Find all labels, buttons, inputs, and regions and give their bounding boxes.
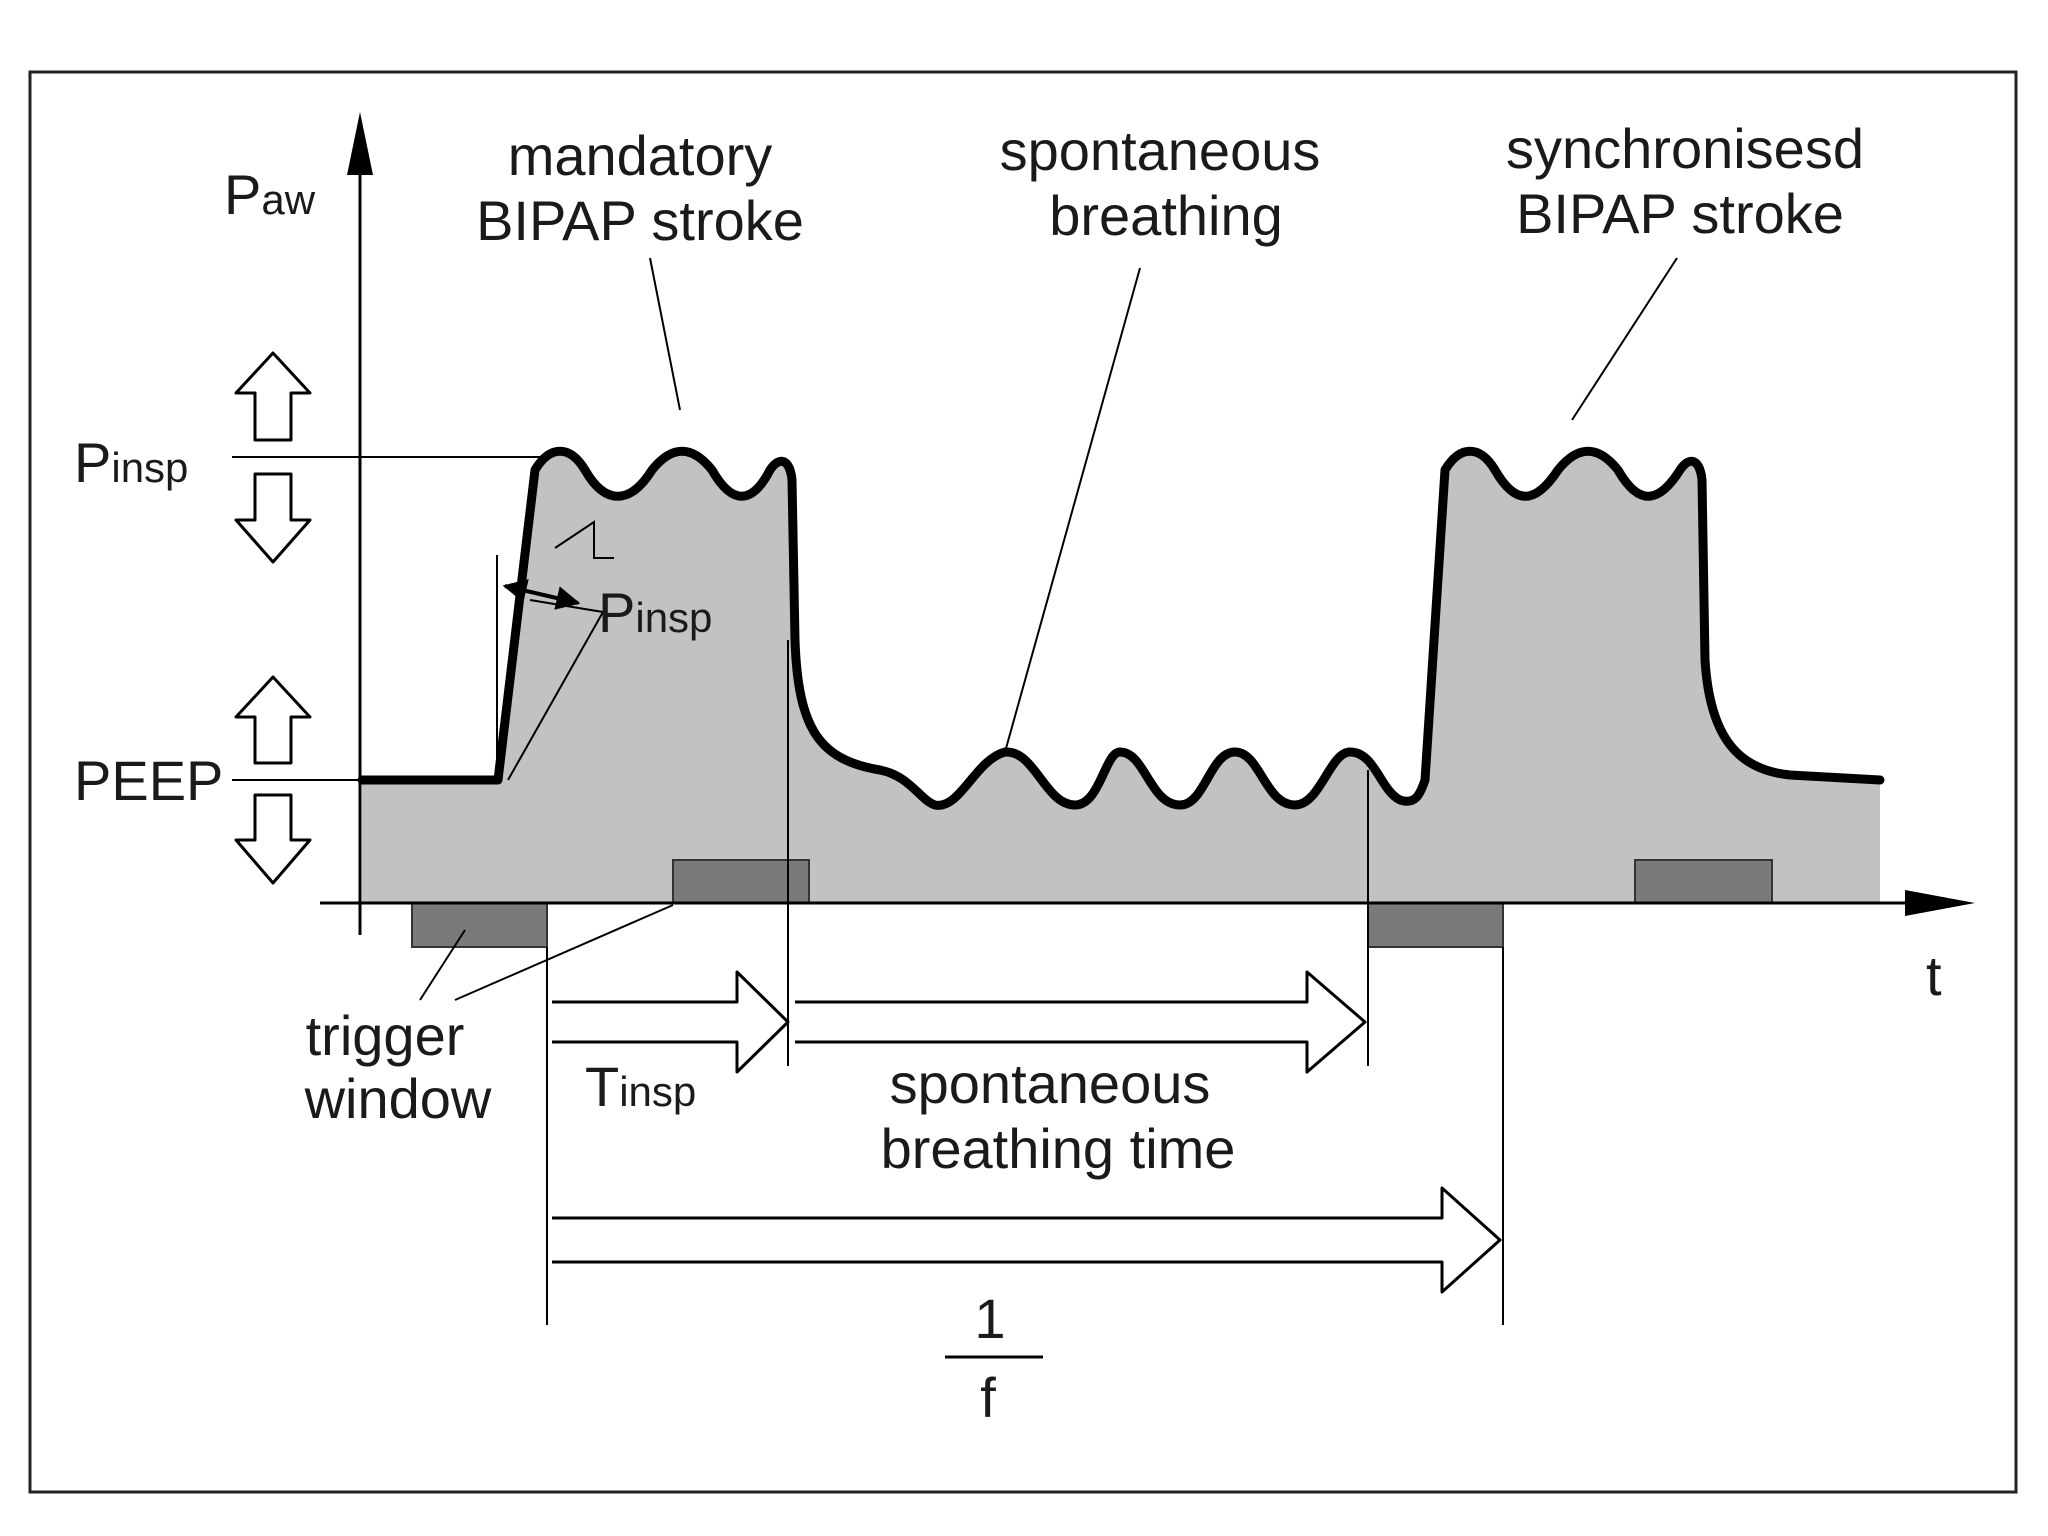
mandatory-label-line2: BIPAP stroke: [476, 189, 804, 252]
spont-time-label-line2: breathing time: [881, 1117, 1236, 1180]
tinsp-hollow-arrow-icon: [552, 970, 790, 1074]
spontaneous-label-line2: breathing: [1049, 184, 1283, 247]
tinsp-label: Tinsp: [585, 1055, 696, 1118]
y-axis-label: Paw: [224, 163, 316, 226]
trigger-leader-2: [454, 904, 674, 1001]
trigger-leader-1: [419, 929, 466, 1001]
spont-time-hollow-arrow-icon: [795, 970, 1367, 1074]
diagram-frame: [28, 70, 2018, 1494]
trigger-window-box-3: [1367, 902, 1504, 948]
pinsp-down-arrow-icon: [234, 472, 312, 564]
trigger-window-label-line1: trigger: [306, 1004, 465, 1067]
pinsp-level-label: Pinsp: [74, 431, 188, 494]
peep-level-label: PEEP: [74, 749, 223, 812]
mandatory-label-line1: mandatory: [508, 124, 773, 187]
synchronised-label-line2: BIPAP stroke: [1516, 182, 1844, 245]
rise-ramp-indicator: [554, 520, 614, 559]
synchronised-leader-line: [1571, 257, 1678, 421]
synchronised-label-line1: synchronisesd: [1506, 117, 1864, 180]
pressure-area-fill: [362, 451, 1880, 903]
rise-leader-1: [507, 611, 604, 781]
trigger-window-label-line2: window: [304, 1067, 492, 1130]
trigger-window-box-4: [1634, 859, 1773, 904]
pinsp-up-arrow-icon: [234, 351, 312, 442]
frequency-numerator: 1: [974, 1287, 1005, 1350]
peep-up-arrow-icon: [234, 675, 312, 765]
peep-down-arrow-icon: [234, 793, 312, 885]
trigger-window-box-1: [411, 902, 548, 948]
spontaneous-leader-line: [1004, 267, 1141, 753]
y-axis-arrowhead: [347, 112, 373, 175]
period-hollow-arrow-icon: [552, 1186, 1502, 1294]
mandatory-leader-line: [649, 257, 681, 411]
frequency-denominator: f: [980, 1366, 996, 1429]
rise-time-arrow: [502, 579, 581, 610]
x-axis-label: t: [1926, 944, 1942, 1007]
rise-leader-2: [529, 599, 604, 613]
rise-pinsp-label: Pinsp: [598, 581, 712, 644]
spontaneous-label-line1: spontaneous: [1000, 119, 1321, 182]
x-axis-arrowhead: [1905, 890, 1975, 916]
pressure-waveform: [357, 446, 1885, 810]
spont-time-label-line1: spontaneous: [890, 1052, 1211, 1115]
